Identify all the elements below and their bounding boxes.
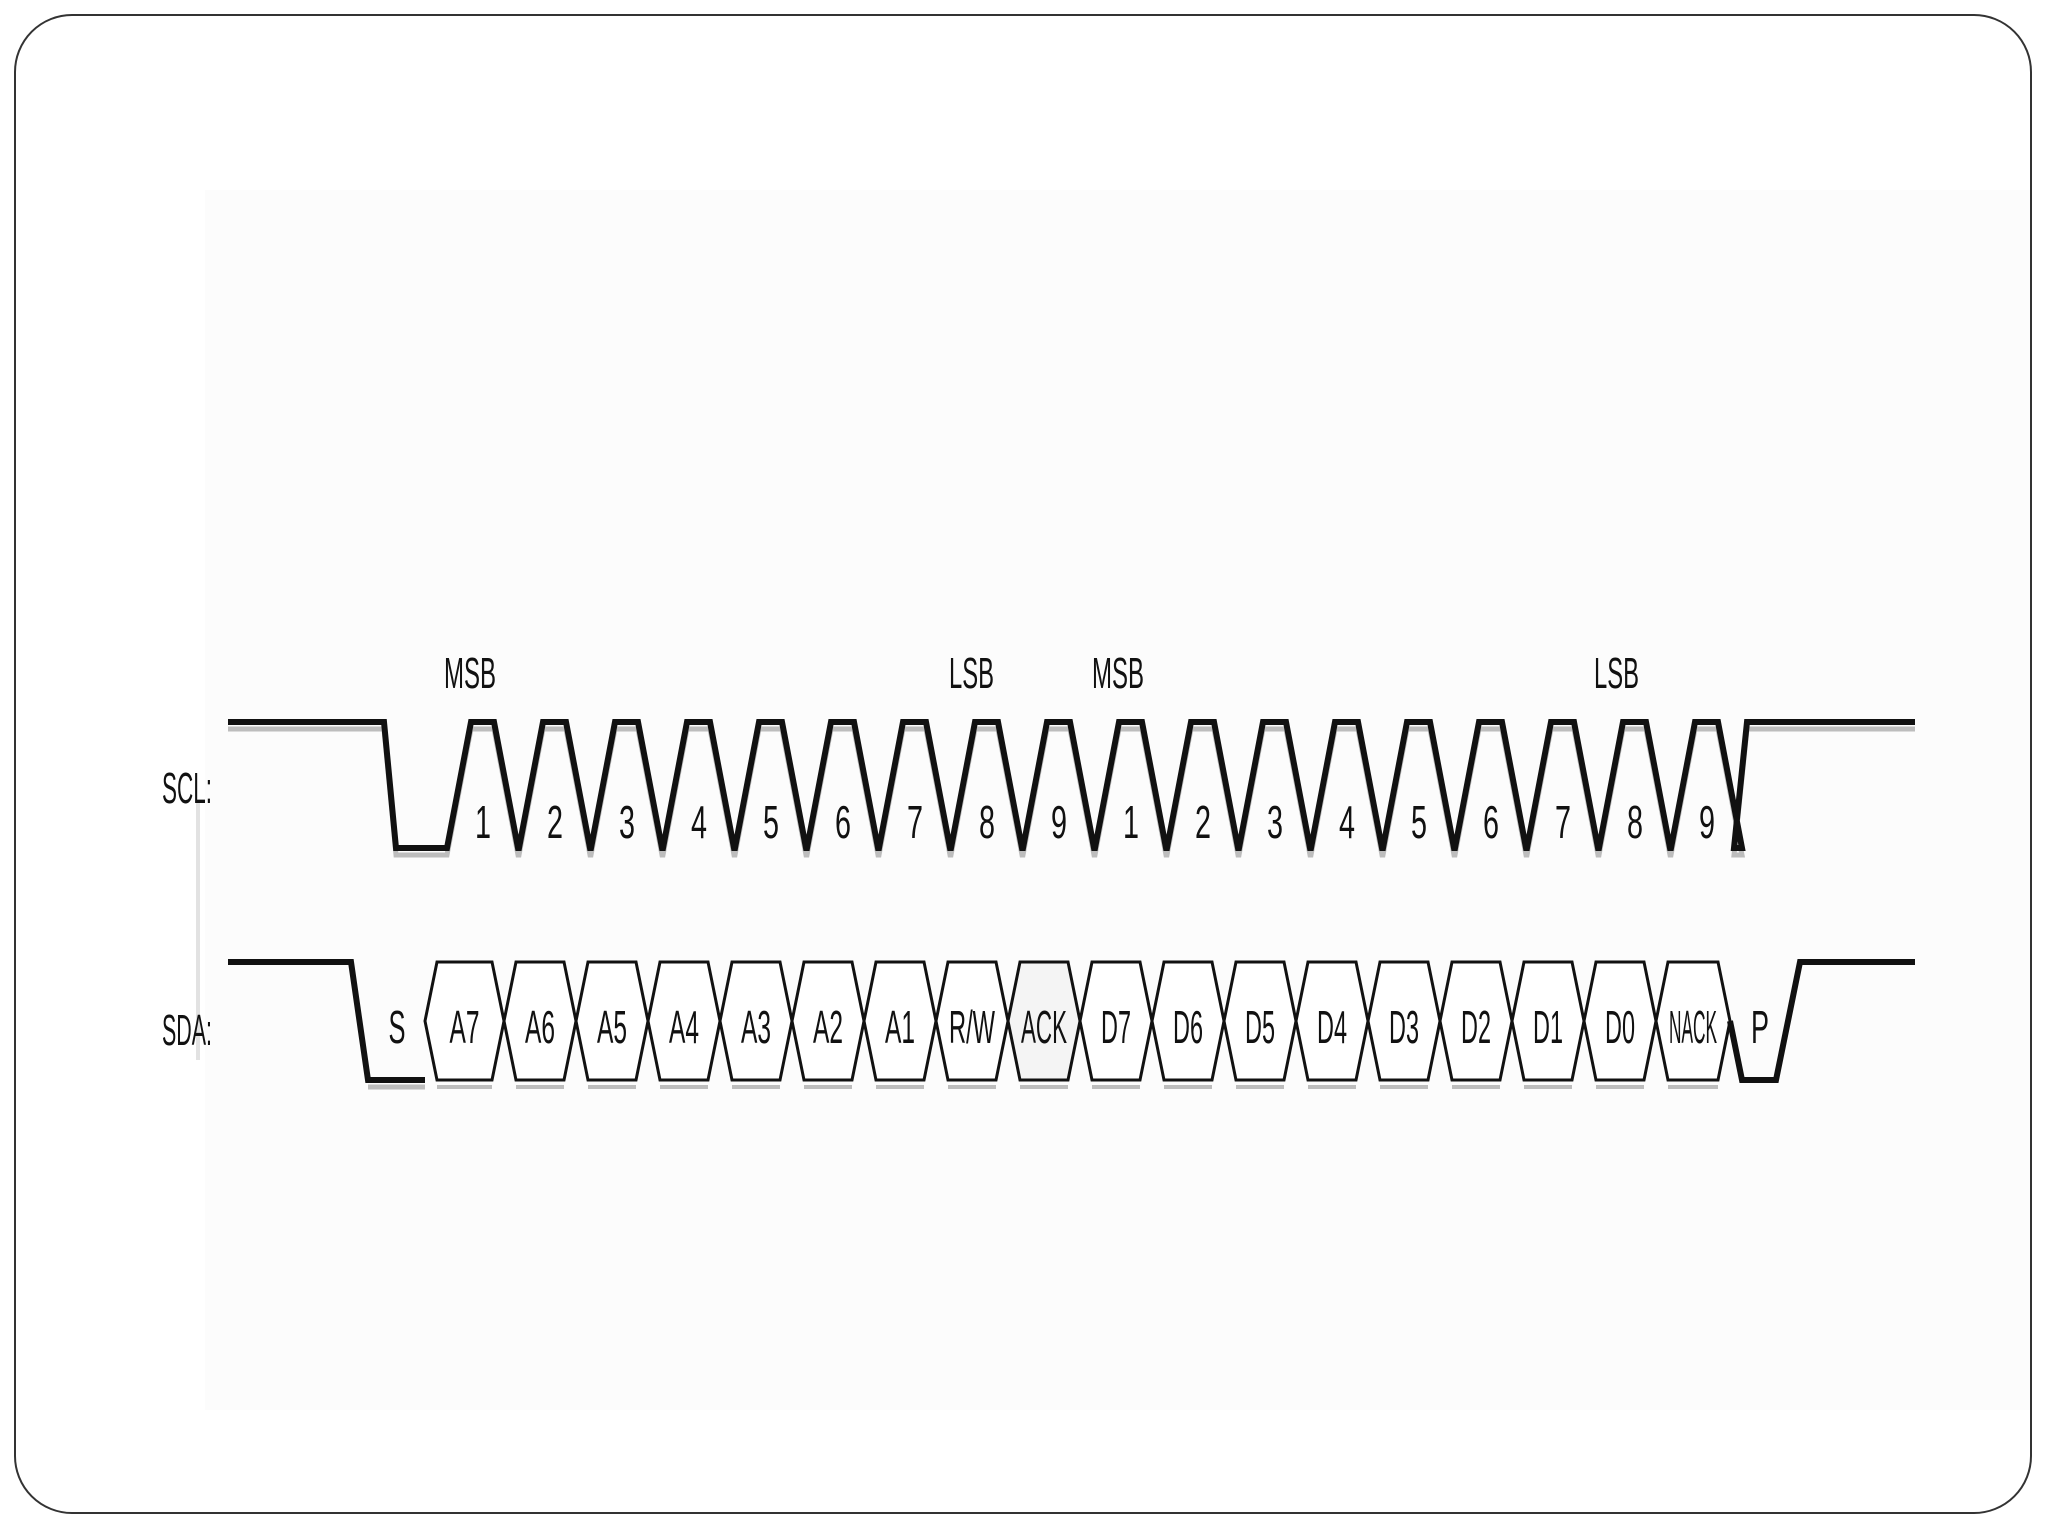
sda-bit-label: A5 [597, 1001, 627, 1053]
scl-pulse-number: 2 [547, 796, 563, 848]
scl-label: SCL: [162, 764, 212, 813]
sda-label: SDA: [162, 1006, 212, 1055]
scl-pulse-number: 8 [979, 796, 995, 848]
scl-pulse-number: 9 [1051, 796, 1067, 848]
scl-pulse-number: 5 [763, 796, 779, 848]
scl-pulse-number: 9 [1699, 796, 1715, 848]
scl-pulse-number: 3 [1267, 796, 1283, 848]
marker-lsb: LSB [949, 649, 994, 698]
sda-stop-line [1727, 959, 1915, 1083]
sda-start-label: S [389, 1001, 406, 1053]
scl-line [228, 719, 1915, 851]
sda-bit-label: D6 [1173, 1001, 1203, 1053]
sda-stop-label: P [1751, 1001, 1769, 1053]
sda-start-line [228, 959, 425, 1083]
sda-bit-label: A7 [450, 1001, 480, 1053]
sda-waveform: S A7 A6 A5 A4 A3 A2 A1 R/W ACK D7 D6 D5 D4 D3 D2 D1 D0 NAC… [228, 959, 1915, 1090]
sda-bit-label: A2 [813, 1001, 843, 1053]
sda-bit-label: NACK [1669, 1001, 1717, 1053]
sda-bit-label: D2 [1461, 1001, 1491, 1053]
marker-msb: MSB [444, 649, 496, 698]
scl-pulse-number: 4 [691, 796, 707, 848]
sda-bit-label: D1 [1533, 1001, 1563, 1053]
scl-pulse-number: 8 [1627, 796, 1643, 848]
sda-bit-label: D0 [1605, 1001, 1635, 1053]
scl-pulse-number: 7 [1555, 796, 1571, 848]
scl-pulse-number: 1 [1123, 796, 1139, 848]
sda-bit-label: A1 [885, 1001, 915, 1053]
sda-bit-label: D7 [1101, 1001, 1131, 1053]
scl-pulse-number: 2 [1195, 796, 1211, 848]
sda-bit-label: D4 [1317, 1001, 1347, 1053]
sda-bit-label: D3 [1389, 1001, 1419, 1053]
sda-bit-label: A4 [669, 1001, 699, 1053]
scl-shadow [228, 726, 1915, 858]
sda-bit-label: R/W [949, 1001, 995, 1053]
scl-pulse-number: 4 [1339, 796, 1355, 848]
scl-pulse-number: 3 [619, 796, 635, 848]
sda-bit-label: A6 [525, 1001, 555, 1053]
sda-bit-label: D5 [1245, 1001, 1275, 1053]
scl-pulse-number: 5 [1411, 796, 1427, 848]
scl-waveform: 1 2 3 4 5 6 7 8 9 1 2 3 4 5 6 7 8 9 [228, 719, 1915, 858]
bit-order-markers: MSB LSB MSB LSB [444, 649, 1639, 698]
marker-msb: MSB [1092, 649, 1144, 698]
sda-bit-label: A3 [741, 1001, 771, 1053]
scl-pulse-number: 6 [1483, 796, 1499, 848]
scl-pulse-number: 7 [907, 796, 923, 848]
marker-lsb: LSB [1594, 649, 1639, 698]
scl-pulse-number: 6 [835, 796, 851, 848]
sda-bit-label: ACK [1021, 1001, 1067, 1053]
scl-pulse-number: 1 [475, 796, 491, 848]
